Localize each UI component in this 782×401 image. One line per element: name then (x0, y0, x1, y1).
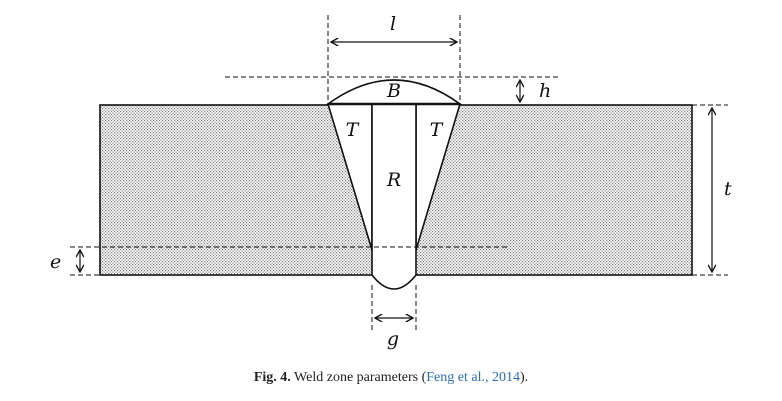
label-T-right: T (430, 119, 444, 141)
label-t: t (724, 178, 732, 200)
caption-close-paren: ). (519, 370, 529, 385)
label-B: B (386, 80, 401, 102)
label-g: g (387, 328, 399, 350)
weld-zone-R (371, 103, 417, 290)
label-e: e (50, 251, 61, 273)
caption-text: Weld zone parameters (294, 370, 419, 385)
citation-link[interactable]: Feng et al., 2014 (426, 370, 520, 385)
label-R: R (386, 169, 401, 191)
figure-number: Fig. 4. (253, 370, 291, 385)
caption-open-paren: ( (421, 370, 427, 385)
reference-lines (70, 15, 728, 330)
figure-caption: Fig. 4. Weld zone parameters (Feng et al… (0, 370, 782, 386)
label-T-left: T (346, 119, 360, 141)
label-l: l (390, 13, 396, 35)
label-h: h (539, 80, 551, 102)
weld-bead-B (325, 79, 463, 105)
